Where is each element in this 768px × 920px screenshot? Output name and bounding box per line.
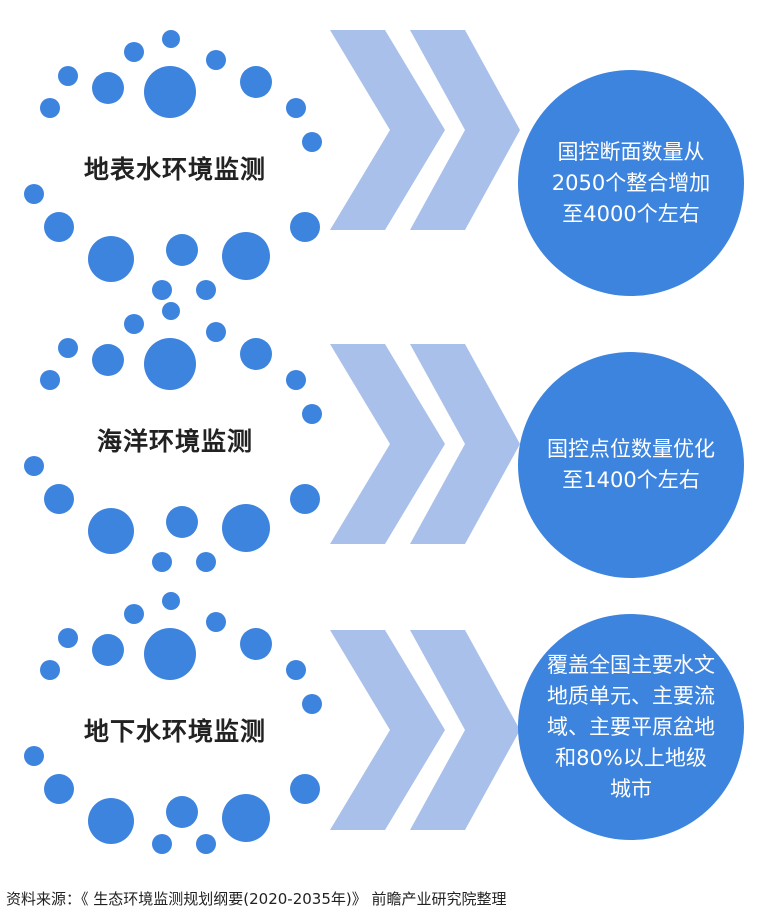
decorative-dot (286, 660, 306, 680)
decorative-dot (302, 132, 322, 152)
decorative-dot (152, 552, 172, 572)
decorative-dot (58, 628, 78, 648)
decorative-dot (44, 212, 74, 242)
target-text: 覆盖全国主要水文地质单元、主要流域、主要平原盆地和80%以上地级城市 (547, 652, 715, 801)
decorative-dot (222, 504, 270, 552)
double-chevron-right-icon (330, 30, 520, 230)
decorative-dot (124, 604, 144, 624)
decorative-dot (166, 234, 198, 266)
decorative-dot (40, 660, 60, 680)
monitoring-category-label: 海洋环境监测 (96, 427, 253, 456)
decorative-dot (24, 184, 44, 204)
decorative-dot (40, 98, 60, 118)
decorative-dot (24, 746, 44, 766)
double-chevron-right-icon (330, 630, 520, 830)
decorative-dot (44, 484, 74, 514)
decorative-dot (24, 456, 44, 476)
decorative-dot (92, 634, 124, 666)
monitoring-row-groundwater: 地下水环境监测 覆盖全国主要水文地质单元、主要流域、主要平原盆地和80%以上地级… (0, 584, 768, 874)
target-circle: 覆盖全国主要水文地质单元、主要流域、主要平原盆地和80%以上地级城市 (518, 614, 744, 840)
decorative-dot (58, 338, 78, 358)
decorative-dot (222, 794, 270, 842)
target-text: 国控点位数量优化至1400个左右 (547, 437, 715, 492)
decorative-dot (58, 66, 78, 86)
decorative-dot (152, 280, 172, 300)
decorative-dot (44, 774, 74, 804)
monitoring-category-label: 地下水环境监测 (83, 717, 266, 746)
decorative-dot (240, 66, 272, 98)
decorative-dot (124, 42, 144, 62)
decorative-dot (162, 592, 180, 610)
decorative-dot (124, 314, 144, 334)
decorative-dot (88, 236, 134, 282)
double-chevron-right-icon (330, 344, 520, 544)
target-text: 国控断面数量从2050个整合增加至4000个左右 (551, 139, 711, 226)
decorative-dot (92, 72, 124, 104)
decorative-dot (240, 338, 272, 370)
decorative-dot (144, 628, 196, 680)
monitoring-category-label: 地表水环境监测 (83, 155, 266, 184)
decorative-dot (144, 338, 196, 390)
source-note: 资料来源：《 生态环境监测规划纲要(2020-2035年)》 前瞻产业研究院整理 (6, 890, 507, 908)
decorative-dot (196, 552, 216, 572)
decorative-dot (206, 612, 226, 632)
decorative-dot (166, 796, 198, 828)
decorative-dot (286, 370, 306, 390)
decorative-dot (144, 66, 196, 118)
monitoring-row-marine: 海洋环境监测 国控点位数量优化至1400个左右 (0, 294, 768, 584)
decorative-dot (222, 232, 270, 280)
decorative-dot (162, 30, 180, 48)
monitoring-row-surface-water: 地表水环境监测 国控断面数量从2050个整合增加至4000个左右 (0, 22, 768, 312)
decorative-dot (40, 370, 60, 390)
decorative-dot (162, 302, 180, 320)
decorative-dot (88, 798, 134, 844)
target-circle: 国控点位数量优化至1400个左右 (518, 352, 744, 578)
decorative-dot (92, 344, 124, 376)
target-circle: 国控断面数量从2050个整合增加至4000个左右 (518, 70, 744, 296)
decorative-dot (152, 834, 172, 854)
decorative-dot (302, 694, 322, 714)
decorative-dot (240, 628, 272, 660)
decorative-dot (166, 506, 198, 538)
decorative-dot (290, 212, 320, 242)
decorative-dot (206, 322, 226, 342)
decorative-dot (88, 508, 134, 554)
decorative-dot (302, 404, 322, 424)
decorative-dot (206, 50, 226, 70)
decorative-dot (286, 98, 306, 118)
decorative-dot (290, 774, 320, 804)
decorative-dot (290, 484, 320, 514)
decorative-dot (196, 834, 216, 854)
decorative-dot (196, 280, 216, 300)
